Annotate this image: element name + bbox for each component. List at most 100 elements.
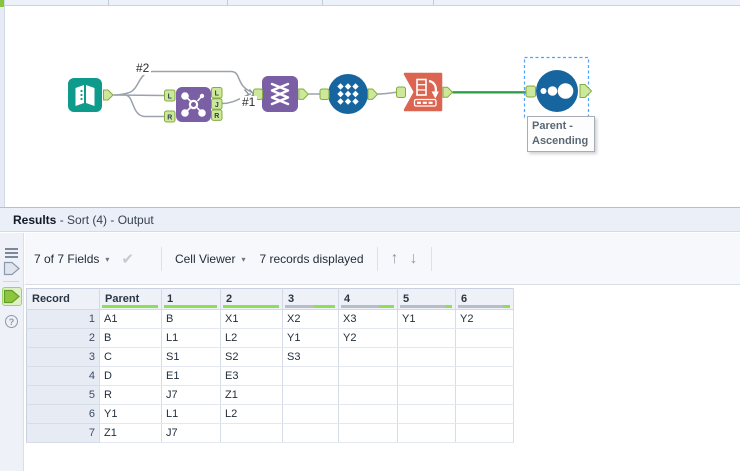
record-number[interactable]: 2 (26, 328, 100, 348)
table-cell[interactable]: R (99, 385, 162, 405)
table-cell[interactable] (282, 404, 339, 424)
table-cell[interactable] (338, 404, 398, 424)
toolbar-separator (160, 246, 162, 271)
record-number[interactable]: 1 (26, 309, 100, 329)
table-cell[interactable] (338, 423, 398, 443)
table-cell[interactable]: J7 (161, 423, 221, 443)
table-cell[interactable]: E3 (220, 366, 283, 386)
column-header-3[interactable]: 3 (282, 288, 339, 310)
apply-check-icon[interactable]: ✔ (121, 250, 134, 268)
join-input-anchors[interactable]: L R (164, 89, 176, 123)
table-cell[interactable] (282, 385, 339, 405)
record-number[interactable]: 4 (26, 366, 100, 386)
tool-sort[interactable] (396, 72, 454, 112)
table-cell[interactable]: L2 (220, 328, 283, 348)
scroll-down-arrow-icon[interactable]: ↓ (409, 249, 418, 267)
table-cell[interactable] (397, 328, 456, 348)
table-cell[interactable]: E1 (161, 366, 221, 386)
column-header-1[interactable]: 1 (161, 288, 221, 310)
table-cell[interactable]: X3 (338, 309, 398, 329)
tool-input-data[interactable] (68, 78, 114, 112)
table-cell[interactable] (455, 423, 514, 443)
record-number[interactable]: 6 (26, 404, 100, 424)
table-cell[interactable]: X1 (220, 309, 283, 329)
table-cell[interactable]: B (99, 328, 162, 348)
table-cell[interactable]: S2 (220, 347, 283, 367)
tool-annotation-tooltip: Parent - Ascending (527, 116, 595, 152)
output-anchor[interactable] (367, 88, 379, 100)
table-cell[interactable] (338, 366, 398, 386)
table-cell[interactable]: L2 (220, 404, 283, 424)
table-cell[interactable]: B (161, 309, 221, 329)
results-pane: ? 7 of 7 Fields ▾ ✔ Cell Viewer ▾ 7 reco… (0, 233, 740, 471)
table-cell[interactable] (282, 366, 339, 386)
workflow-canvas[interactable]: L R L J R (0, 0, 740, 207)
record-number[interactable]: 7 (26, 423, 100, 443)
output-anchor-button-selected[interactable] (2, 287, 22, 306)
table-cell[interactable] (455, 366, 514, 386)
table-cell[interactable] (397, 423, 456, 443)
data-quality-bar (341, 305, 394, 308)
metadata-list-icon[interactable] (5, 248, 18, 258)
output-anchor[interactable] (298, 88, 309, 100)
tool-summarize[interactable] (523, 56, 593, 118)
column-header-record[interactable]: Record (26, 288, 100, 310)
table-cell[interactable]: L1 (161, 404, 221, 424)
table-cell[interactable]: D (99, 366, 162, 386)
table-cell[interactable]: Y1 (282, 328, 339, 348)
table-cell[interactable] (455, 347, 514, 367)
table-cell[interactable]: A1 (99, 309, 162, 329)
table-cell[interactable]: S1 (161, 347, 221, 367)
connection-wires[interactable] (113, 70, 398, 118)
table-cell[interactable]: C (99, 347, 162, 367)
table-cell[interactable]: Z1 (99, 423, 162, 443)
table-cell[interactable]: L1 (161, 328, 221, 348)
help-icon[interactable]: ? (5, 315, 18, 328)
sort-list-arrow-icon (413, 78, 439, 107)
input-anchor-button[interactable] (3, 261, 21, 276)
results-toolbar: 7 of 7 Fields ▾ ✔ Cell Viewer ▾ 7 record… (25, 233, 740, 285)
table-cell[interactable] (220, 423, 283, 443)
output-anchor[interactable] (103, 89, 114, 101)
table-cell[interactable] (397, 385, 456, 405)
cell-viewer-dropdown[interactable]: Cell Viewer ▾ (174, 251, 246, 266)
table-cell[interactable] (455, 328, 514, 348)
table-cell[interactable] (397, 404, 456, 424)
input-anchor[interactable] (319, 88, 330, 100)
tool-union[interactable] (253, 76, 309, 112)
table-cell[interactable]: Z1 (220, 385, 283, 405)
column-header-4[interactable]: 4 (338, 288, 398, 310)
table-cell[interactable] (397, 366, 456, 386)
table-cell[interactable] (455, 404, 514, 424)
tool-join[interactable]: L R L J R (164, 87, 223, 123)
table-cell[interactable] (338, 385, 398, 405)
table-cell[interactable]: Y2 (338, 328, 398, 348)
join-output-anchors[interactable]: L J R (211, 87, 223, 121)
table-cell[interactable]: Y1 (99, 404, 162, 424)
input-anchor[interactable] (525, 85, 536, 98)
fields-dropdown[interactable]: 7 of 7 Fields ▾ (34, 251, 110, 266)
join-network-icon (181, 92, 206, 117)
table-cell[interactable] (397, 347, 456, 367)
output-anchor[interactable] (579, 84, 593, 98)
record-number[interactable]: 3 (26, 347, 100, 367)
table-cell[interactable]: J7 (161, 385, 221, 405)
column-header-2[interactable]: 2 (220, 288, 283, 310)
tool-crosstab[interactable] (319, 74, 379, 114)
scroll-up-arrow-icon[interactable]: ↑ (390, 249, 399, 267)
table-cell[interactable] (455, 385, 514, 405)
column-header-6[interactable]: 6 (455, 288, 514, 310)
table-cell[interactable]: Y2 (455, 309, 514, 329)
table-cell[interactable]: S3 (282, 347, 339, 367)
svg-text:J: J (215, 102, 219, 109)
input-anchor[interactable] (396, 86, 406, 98)
column-header-parent[interactable]: Parent (99, 288, 162, 310)
table-cell[interactable] (338, 347, 398, 367)
record-number[interactable]: 5 (26, 385, 100, 405)
table-cell[interactable]: Y1 (397, 309, 456, 329)
output-anchor[interactable] (442, 86, 454, 98)
column-header-5[interactable]: 5 (397, 288, 456, 310)
table-cell[interactable]: X2 (282, 309, 339, 329)
table-cell[interactable] (282, 423, 339, 443)
